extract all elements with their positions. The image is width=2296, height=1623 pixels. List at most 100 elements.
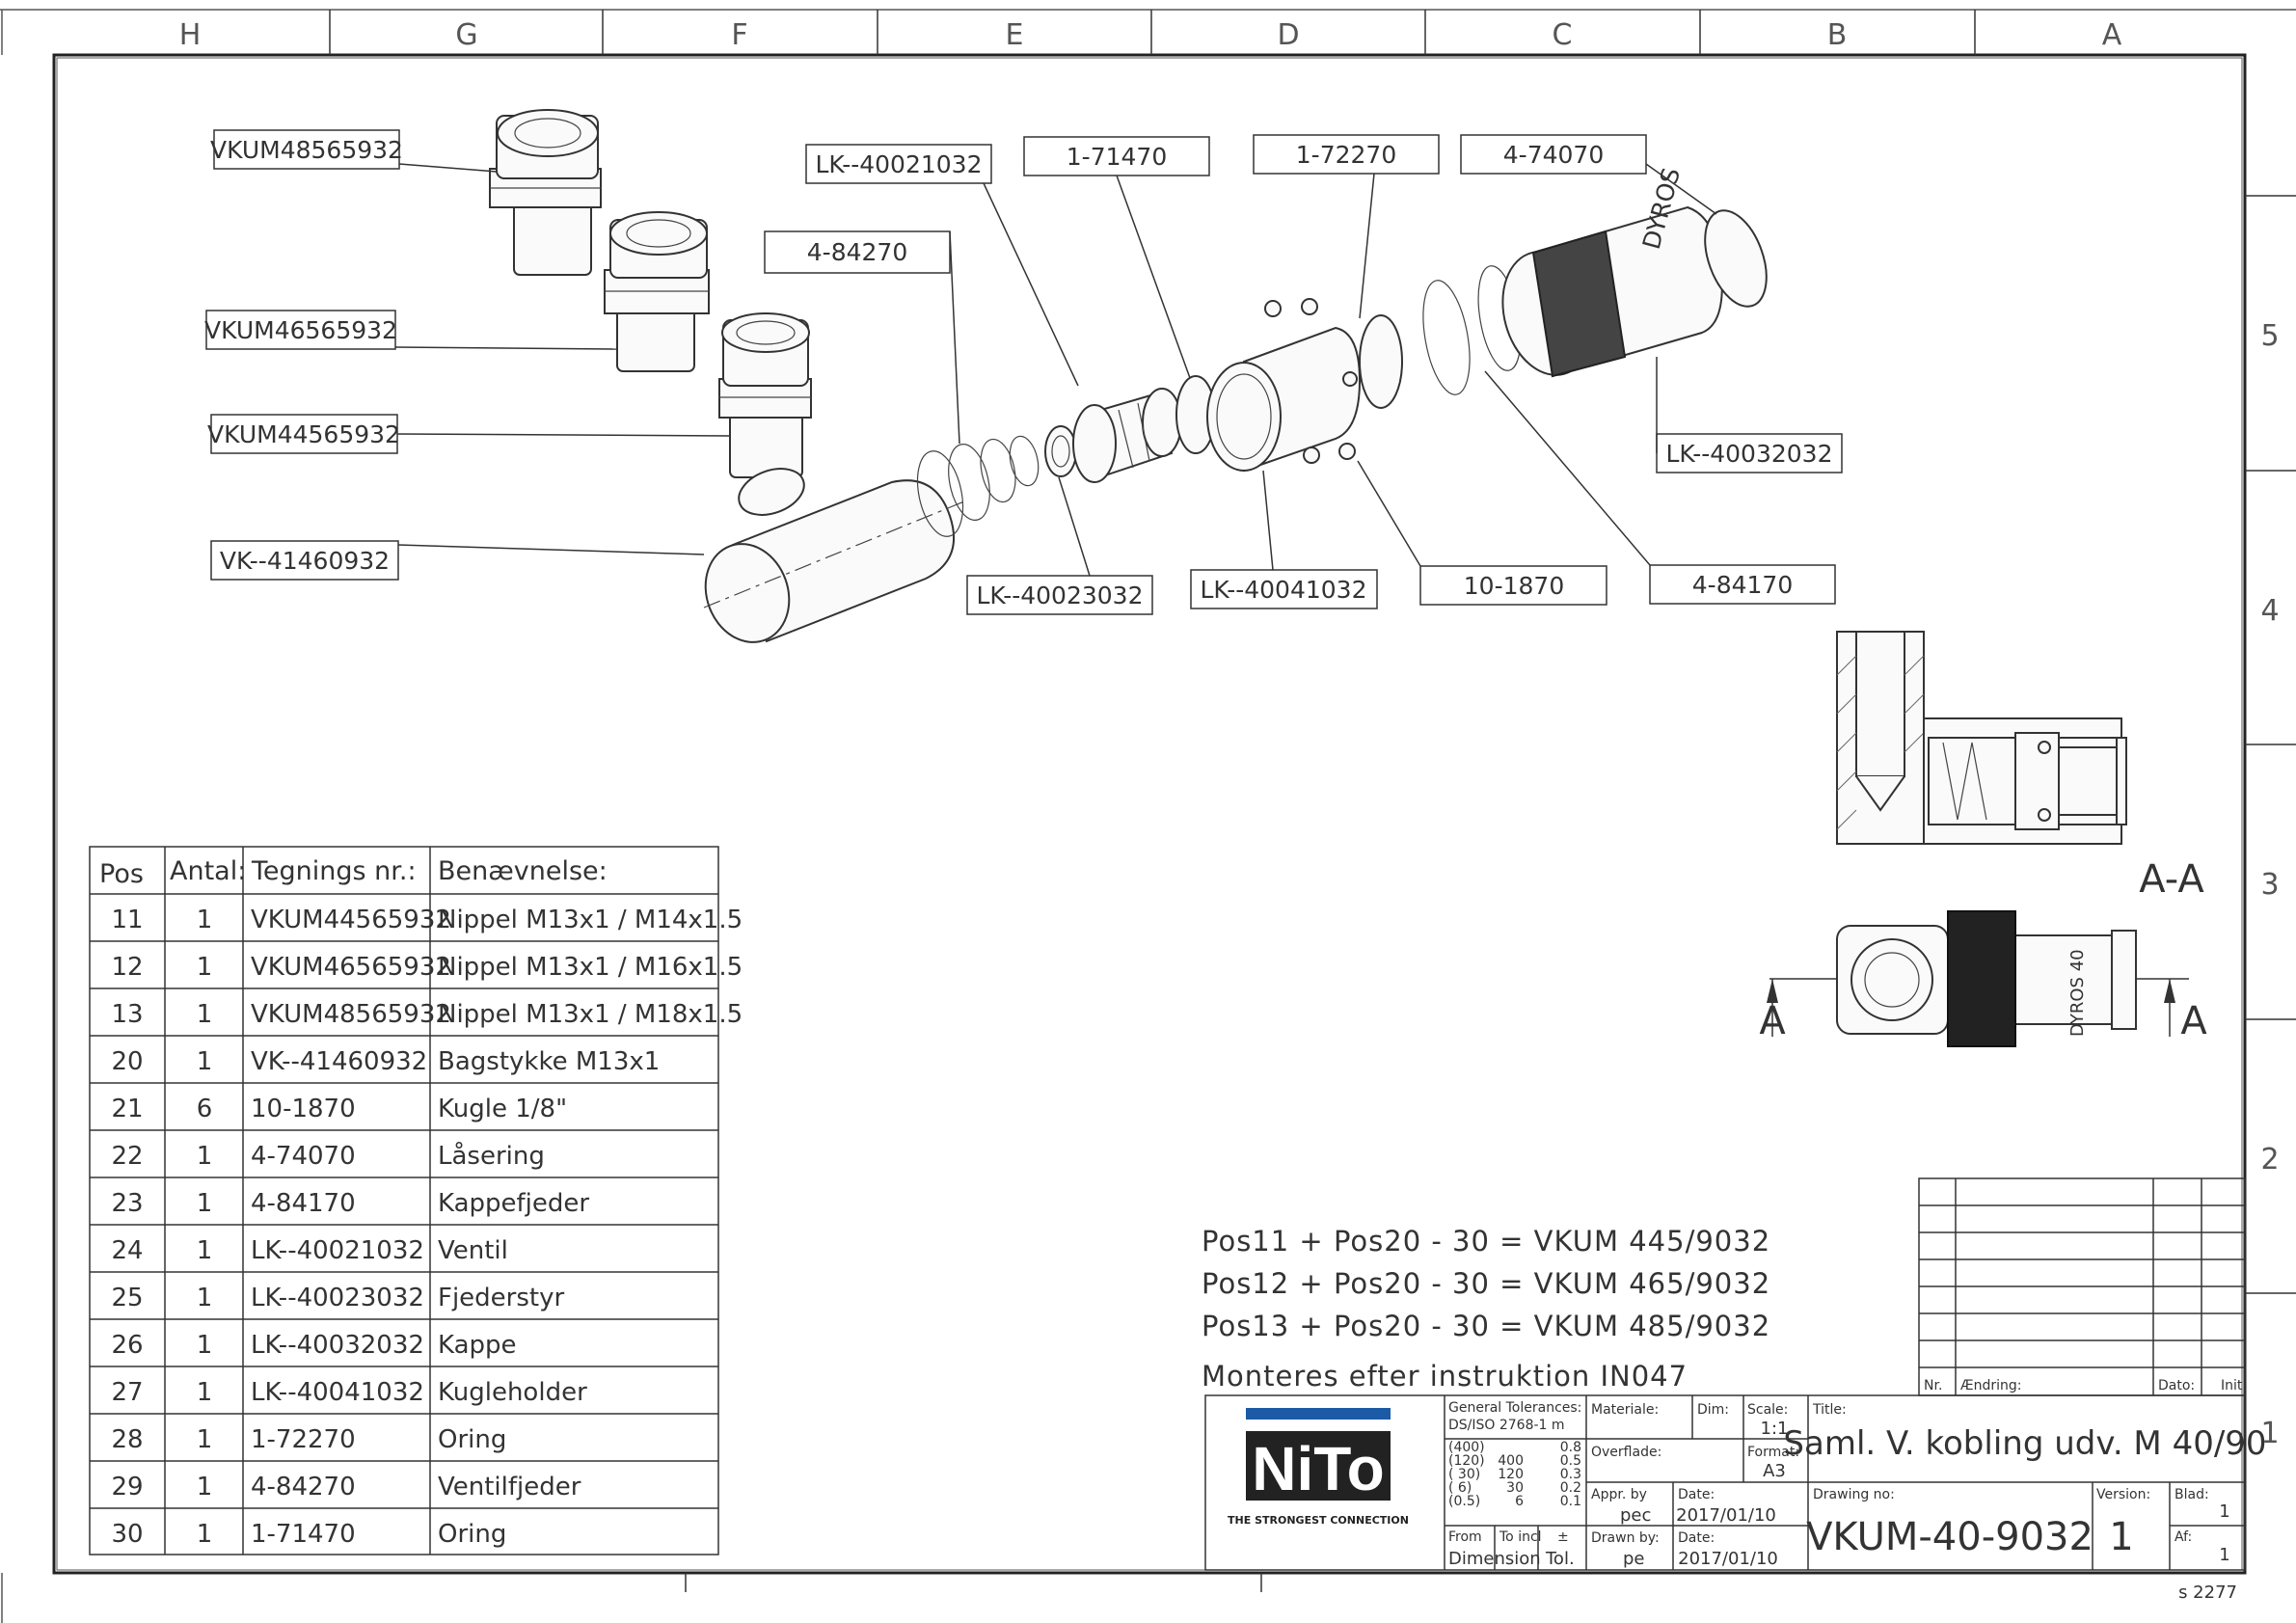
cell-qty: 1 (197, 1000, 213, 1029)
drawing-title: Saml. V. kobling udv. M 40/90 (1783, 1424, 2266, 1463)
zone-row-1: 1 (2260, 1417, 2279, 1450)
tol-dimension: Dimension (1448, 1549, 1541, 1569)
title-label: Title: (1812, 1402, 1847, 1418)
cell-description: Kappefjeder (438, 1189, 589, 1218)
tolerance-value: 0.2 (1560, 1480, 1581, 1496)
sheet-value: 1 (2219, 1501, 2229, 1522)
of-label: Af: (2174, 1529, 2192, 1545)
tolerance-value: (120) (1448, 1453, 1485, 1469)
cell-pos: 12 (111, 953, 143, 982)
callout-vkum46565932: VKUM46565932 (204, 316, 397, 344)
cell-description: Nippel M13x1 / M14x1.5 (438, 906, 743, 934)
exploded-view: DYROS (489, 109, 1768, 643)
cell-drawing-no: VK--41460932 (251, 1047, 427, 1076)
rev-date: Dato: (2158, 1378, 2195, 1393)
cell-qty: 6 (197, 1095, 213, 1123)
approved-by-label: Appr. by (1591, 1487, 1647, 1502)
cell-qty: 1 (197, 1473, 213, 1501)
nipple-48565932 (489, 109, 602, 276)
note-4: Monteres efter instruktion IN047 (1202, 1360, 1688, 1393)
approved-date-label: Date: (1678, 1487, 1715, 1502)
header-drawing-no: Tegnings nr.: (251, 856, 417, 886)
cell-drawing-no: 1-72270 (251, 1425, 356, 1454)
cell-qty: 1 (197, 1142, 213, 1171)
callout-lk40041032: LK--40041032 (1201, 576, 1367, 604)
tol-to: To incl (1499, 1529, 1542, 1545)
cell-description: Bagstykke M13x1 (438, 1047, 660, 1076)
of-value: 1 (2219, 1545, 2229, 1565)
cell-drawing-no: 4-74070 (251, 1142, 356, 1171)
section-mark-right: A (2180, 999, 2207, 1043)
callout-1-71470: 1-71470 (1067, 143, 1167, 171)
cell-description: Kugleholder (438, 1378, 587, 1407)
material-label: Materiale: (1591, 1402, 1659, 1418)
back-piece-41460932 (703, 468, 965, 643)
tolerance-value: 0.5 (1560, 1453, 1581, 1469)
tol-from: From (1448, 1529, 1482, 1545)
callout-1-72270: 1-72270 (1296, 141, 1396, 169)
cell-drawing-no: VKUM44565932 (251, 906, 451, 934)
format-value: A3 (1763, 1461, 1786, 1481)
zone-col-g: G (455, 18, 477, 52)
section-view-a-a (1836, 631, 2127, 845)
cell-qty: 1 (197, 1425, 213, 1454)
cell-drawing-no: VKUM48565932 (251, 1000, 451, 1029)
cell-description: Oring (438, 1425, 506, 1454)
drawn-date-value: 2017/01/10 (1678, 1549, 1778, 1569)
cell-qty: 1 (197, 1236, 213, 1265)
sleeve-40032032: DYROS (1501, 165, 1723, 378)
locking-ring-74070 (1704, 209, 1768, 308)
header-pos: Pos (99, 859, 144, 889)
cell-description: Kugle 1/8" (438, 1095, 567, 1123)
drawing-frame: H G F E D C B A 5 4 3 2 1 (0, 9, 2296, 1623)
cell-description: Ventilfjeder (438, 1473, 581, 1501)
tolerance-value: 30 (1506, 1480, 1524, 1496)
oring-72270 (1359, 314, 1403, 409)
approved-date-value: 2017/01/10 (1676, 1505, 1776, 1526)
cell-pos: 28 (111, 1425, 143, 1454)
cell-description: Kappe (438, 1331, 517, 1360)
zone-col-c: C (1553, 18, 1573, 52)
callout-4-84270: 4-84270 (807, 238, 907, 266)
cell-description: Ventil (438, 1236, 508, 1265)
tolerance-value: (0.5) (1448, 1494, 1480, 1509)
tolerance-value: ( 6) (1448, 1480, 1472, 1496)
tolerance-value: ( 30) (1448, 1467, 1480, 1482)
cell-drawing-no: 1-71470 (251, 1520, 356, 1549)
ball-holder-40041032 (1206, 326, 1362, 473)
cell-qty: 1 (197, 1331, 213, 1360)
version-label: Version: (2096, 1487, 2150, 1502)
zone-col-e: E (1006, 18, 1024, 52)
callout-lk40021032: LK--40021032 (816, 150, 983, 178)
zone-col-a: A (2102, 18, 2122, 52)
surface-label: Overflade: (1591, 1445, 1661, 1460)
sheet-label: Blad: (2174, 1487, 2209, 1502)
section-title: A-A (2139, 857, 2204, 902)
drawn-by-label: Drawn by: (1591, 1530, 1660, 1546)
cell-description: Oring (438, 1520, 506, 1549)
nito-logo: NiTo THE STRONGEST CONNECTION (1228, 1408, 1409, 1527)
title-block: NiTo THE STRONGEST CONNECTION General To… (1204, 1394, 2267, 1571)
cell-qty: 1 (197, 1378, 213, 1407)
cell-pos: 29 (111, 1473, 143, 1501)
note-3: Pos13 + Pos20 - 30 = VKUM 485/9032 (1202, 1310, 1770, 1342)
tolerance-value: 0.1 (1560, 1494, 1581, 1509)
archive-stamp: s 2277 (2178, 1582, 2237, 1603)
cell-pos: 24 (111, 1236, 143, 1265)
zone-col-d: D (1277, 18, 1299, 52)
nipple-44565932 (718, 312, 812, 478)
zone-row-2: 2 (2260, 1143, 2279, 1177)
valve-spring-84270 (916, 435, 1040, 537)
assembly-notes: Pos11 + Pos20 - 30 = VKUM 445/9032 Pos12… (1202, 1225, 1770, 1393)
cell-pos: 11 (111, 906, 143, 934)
side-brand-text: DYROS 40 (2067, 949, 2088, 1037)
